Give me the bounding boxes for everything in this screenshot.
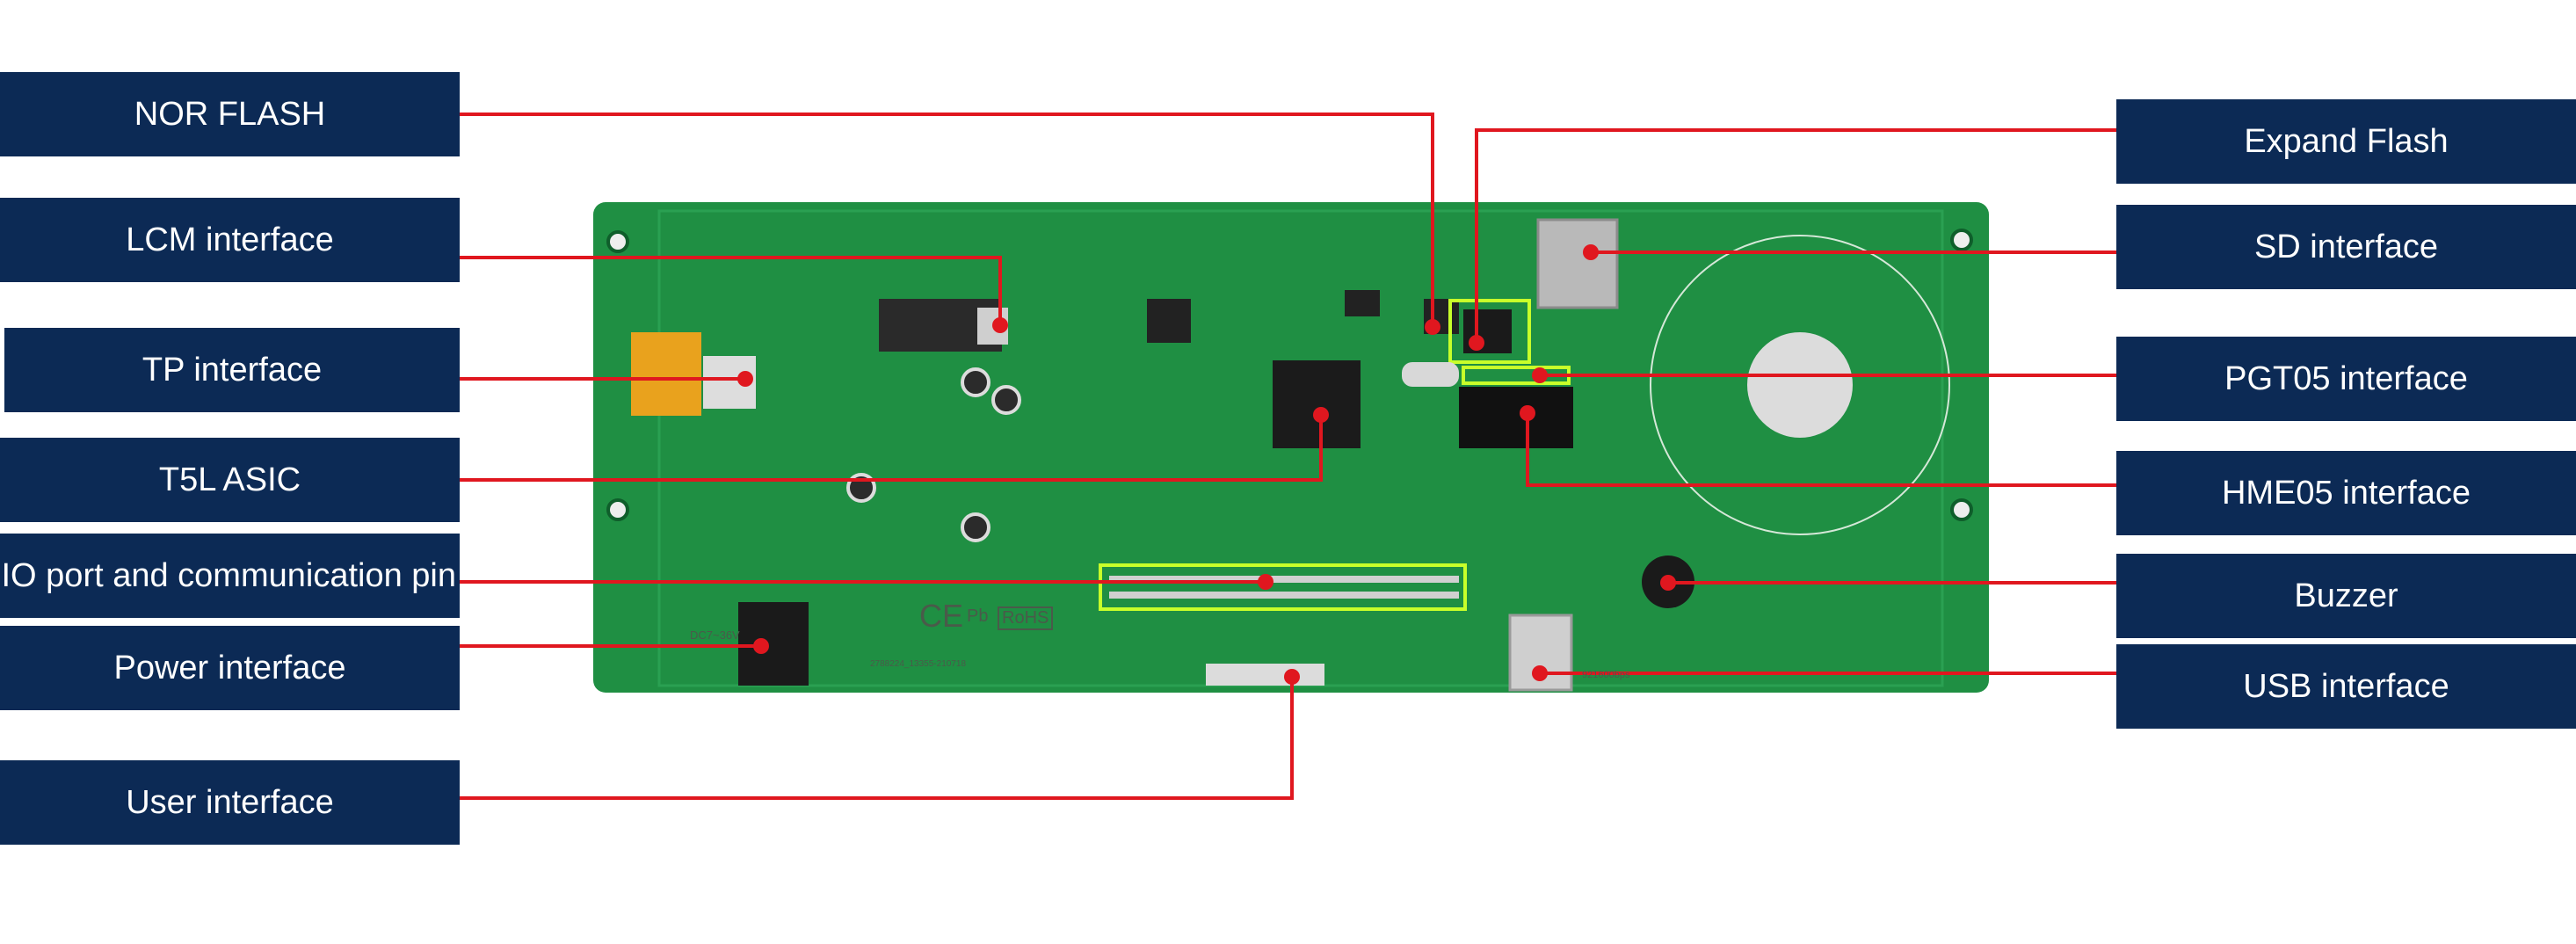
label-hme05-interface: HME05 interface (2116, 451, 2576, 535)
label-pgt05-interface: PGT05 interface (2116, 337, 2576, 421)
dc-jack (738, 602, 809, 686)
label-nor-flash: NOR FLASH (0, 72, 460, 156)
io-header-pins (1109, 576, 1459, 599)
label-user-interface: User interface (0, 760, 460, 845)
tp-connector (631, 332, 701, 416)
leader-lines (460, 113, 2116, 800)
user-connector (1206, 664, 1324, 686)
dc-voltage-mark: DC7~36V (690, 628, 740, 642)
io-header-highlight (1099, 563, 1467, 611)
t5l-chip (1273, 360, 1361, 448)
label-tp-interface: TP interface (4, 328, 460, 412)
label-io-port: IO port and communication pin (0, 534, 460, 618)
label-buzzer: Buzzer (2116, 554, 2576, 638)
label-lcm-interface: LCM interface (0, 198, 460, 282)
label-sd-interface: SD interface (2116, 205, 2576, 289)
mounting-holes (606, 229, 1973, 521)
pb-mark: Pb (967, 606, 989, 626)
label-expand-flash: Expand Flash (2116, 99, 2576, 184)
serial-mark: 2788224_13355-210718 (870, 659, 966, 669)
label-power-interface: Power interface (0, 626, 460, 710)
label-t5l-asic: T5L ASIC (0, 438, 460, 522)
leader-dots (737, 244, 1676, 685)
speaker-ring (1650, 235, 1950, 535)
ce-mark: CE (919, 598, 964, 634)
speaker-pad (1747, 332, 1853, 438)
label-usb-interface: USB interface (2116, 644, 2576, 729)
baud-mark: 921600bps (1582, 670, 1630, 680)
rohs-mark: RoHS (998, 606, 1054, 630)
expand-flash-highlight (1448, 299, 1531, 364)
hme05-header (1459, 387, 1573, 448)
sd-slot (1536, 218, 1619, 309)
